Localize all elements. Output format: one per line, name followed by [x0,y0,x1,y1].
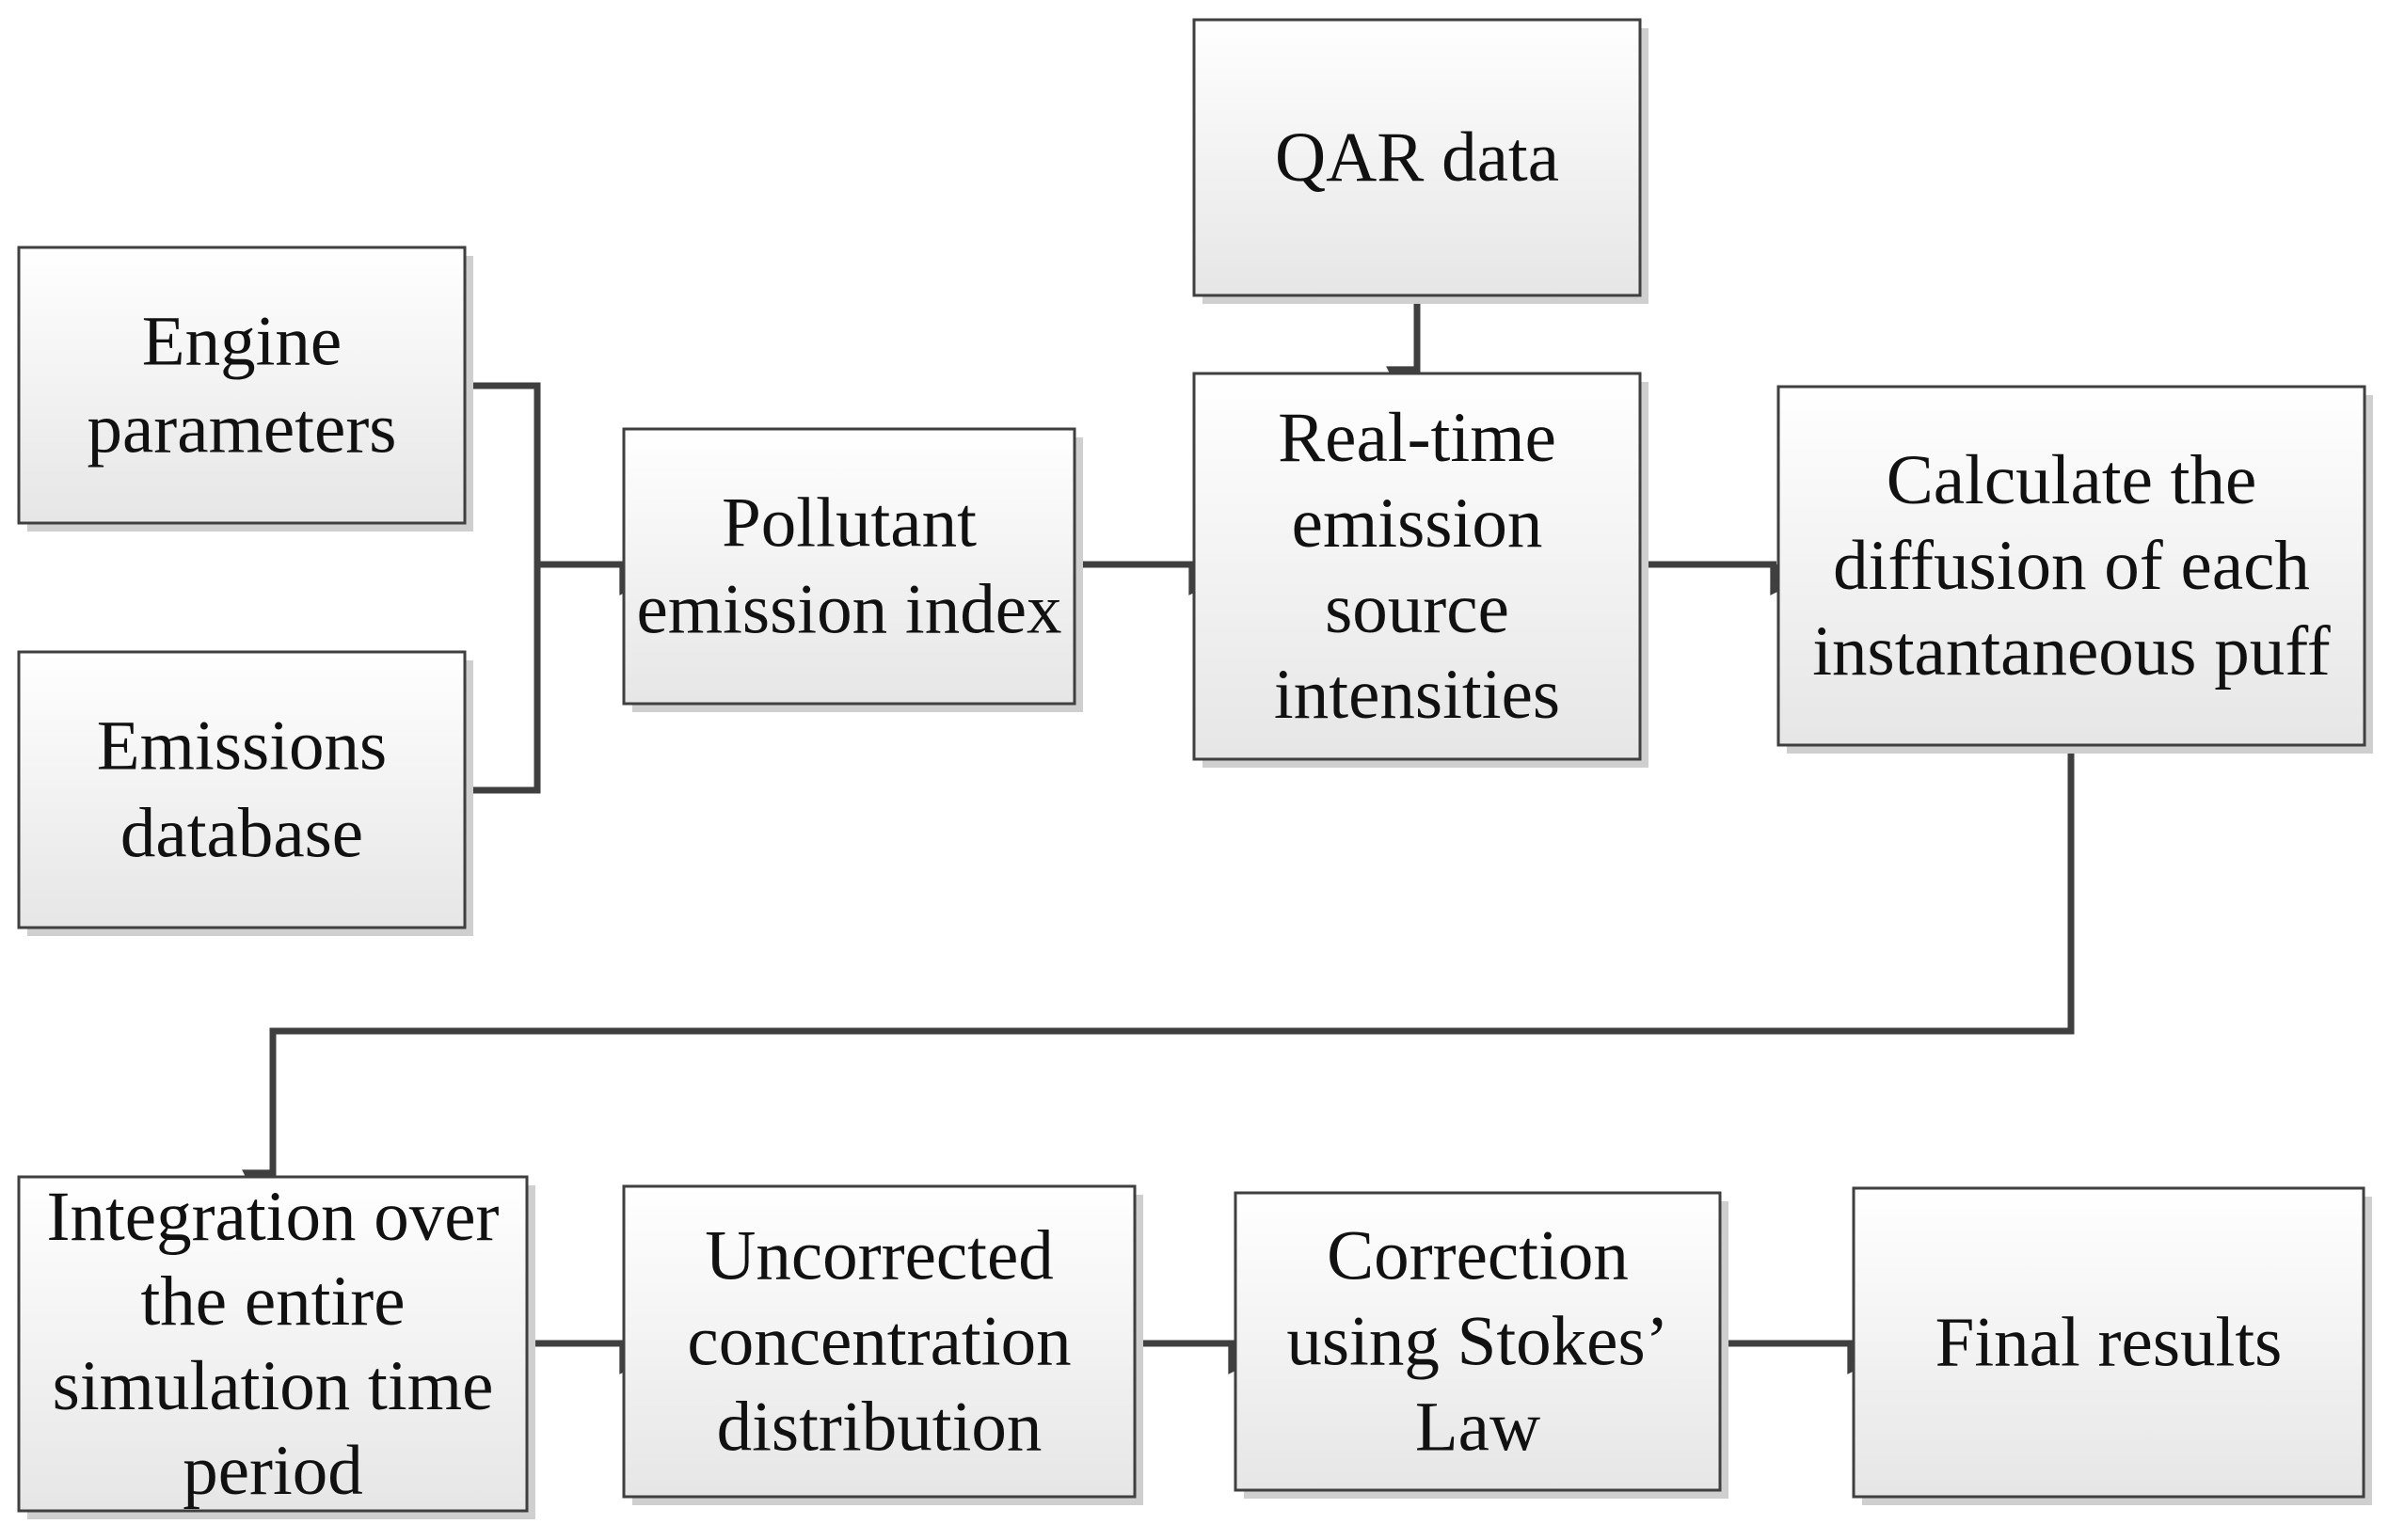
calculate-label-line: instantaneous puff [1812,612,2331,691]
integration-label-line: simulation time [53,1347,494,1425]
pollutant-label-line: Pollutant [722,484,977,563]
uncorrected-label-line: concentration [687,1303,1071,1381]
connectors [242,294,2075,1374]
node-qar-data: QAR data [1192,18,1648,304]
pollutant-box [622,427,1076,706]
calculate-label-line: diffusion of each [1833,527,2310,605]
emissions_db-box [17,650,467,929]
engine-label-line: parameters [88,390,397,468]
edge-emissions-db-to-merge [463,564,541,794]
final-box [1852,1186,2365,1499]
correction-label-line: Correction [1327,1217,1629,1295]
correction-label-line: Law [1415,1389,1540,1467]
uncorrected-label-line: Uncorrected [705,1217,1054,1295]
node-calculate-diffusion: Calculate the diffusion of eachinstantane… [1776,385,2373,754]
engine-box [17,246,467,525]
edge-calculate-to-integration [242,745,2075,1204]
realtime-label-line: emission [1292,484,1543,563]
uncorrected-label-line: distribution [717,1389,1043,1467]
pollutant-label-line: emission index [636,571,1061,649]
emissions_db-label-line: database [120,795,363,873]
emissions_db-label-line: Emissions [97,707,387,786]
realtime-label-line: Real-time [1278,399,1556,477]
realtime-label-line: intensities [1274,656,1560,734]
calculate-label-line: Calculate the [1887,441,2257,519]
node-engine-parameters: Engine parameters [17,246,473,532]
correction-box [1234,1191,1722,1492]
node-uncorrected-concentration: Uncorrected concentration distribution [622,1184,1143,1505]
correction-label-line: using Stokes’ [1286,1303,1668,1381]
qar-box [1192,18,1642,297]
uncorrected-box [622,1184,1137,1499]
realtime-label-line: source [1325,570,1509,648]
final-label-line: Final results [1935,1304,2283,1382]
qar-label-line: QAR data [1275,119,1559,197]
engine-label-line: Engine [142,303,342,381]
node-final-results: Final results [1852,1186,2372,1505]
integration-box [17,1175,529,1513]
integration-label-line: Integration over [46,1178,499,1256]
node-pollutant-emission-index: Pollutant emission index [622,427,1083,712]
integration-label-line: period [183,1432,363,1510]
realtime-box [1192,372,1642,761]
edge-engine-to-merge [463,382,541,564]
integration-label-line: the entire [140,1262,405,1341]
calculate-box [1776,385,2366,747]
node-correction-stokes-law: Correction using Stokes’ Law [1234,1191,1728,1499]
node-emissions-database: Emissions database [17,650,473,936]
